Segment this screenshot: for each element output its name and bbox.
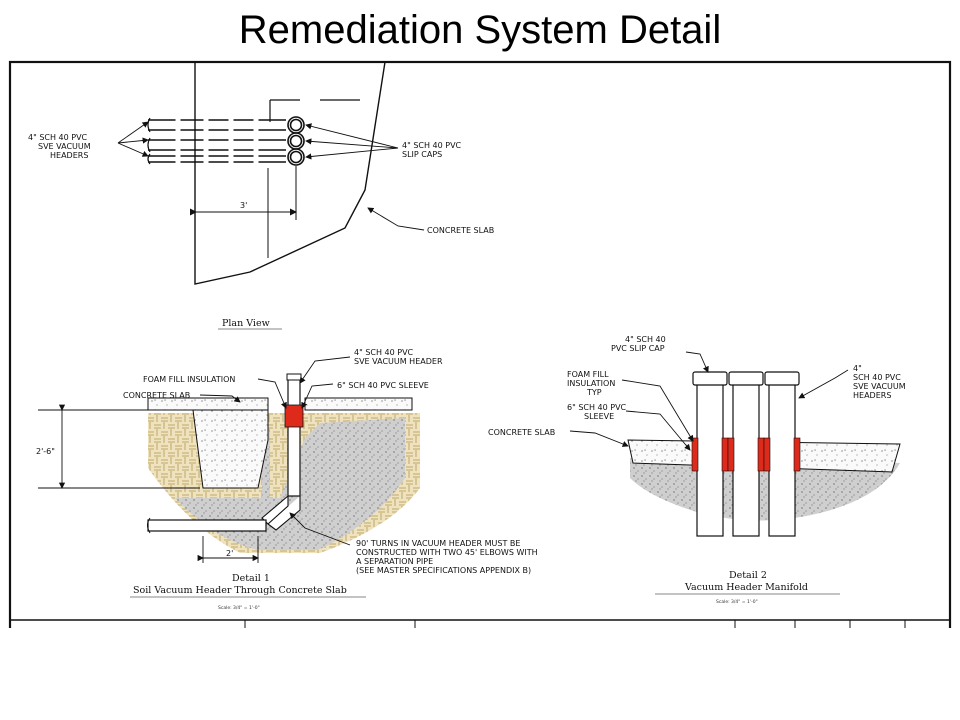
detail1-width-dim: 2': [226, 549, 233, 558]
plan-dimension-label: 3': [240, 201, 247, 210]
plan-dimension: [190, 166, 297, 258]
plan-slab-outline: [194, 61, 386, 285]
detail1-note-line2: CONSTRUCTED WITH TWO 45' ELBOWS WITH: [356, 548, 538, 557]
detail2-foam-label-line2: INSULATION: [567, 379, 615, 388]
detail2-slab-label: CONCRETE SLAB: [488, 428, 555, 437]
detail2-caption-line1: Detail 2: [729, 570, 767, 581]
detail1-note-line3: A SEPARATION PIPE: [356, 557, 433, 566]
plan-slab-label: CONCRETE SLAB: [427, 226, 494, 235]
plan-slip-caps: [287, 116, 305, 166]
detail1-section: [38, 356, 420, 563]
detail2-leaders: [569, 351, 849, 451]
detail2-slip-caps: [692, 371, 800, 386]
plan-leaders: [117, 121, 425, 231]
detail2-section: [569, 351, 901, 537]
detail2-foam-label-line3: TYP: [586, 388, 602, 397]
title-block-ticks: [244, 620, 906, 628]
plan-headers-label-line2: SVE VACUUM: [38, 142, 91, 151]
plan-pipe-breaks: [175, 113, 259, 168]
detail2-caption-line2: Vacuum Header Manifold: [684, 582, 808, 593]
plan-view: [117, 61, 425, 285]
detail2-sleeve-label-line2: SLEEVE: [584, 412, 614, 421]
engineering-drawing: 4" SCH 40 PVC SVE VACUUM HEADERS 4" SCH …: [8, 60, 952, 628]
detail1-dimensions: [38, 404, 259, 563]
detail2-headers-label-line3: SVE VACUUM: [853, 382, 906, 391]
detail1-pipe-end: [147, 517, 151, 534]
detail2-sleeve-label-line1: 6" SCH 40 PVC: [567, 403, 627, 412]
detail1-scale: Scale: 3/4" = 1'-0": [218, 605, 260, 611]
detail1-leaders: [199, 356, 351, 546]
detail1-sleeve-label: 6" SCH 40 PVC SLEEVE: [337, 381, 429, 390]
slide-title: Remediation System Detail: [238, 8, 722, 52]
plan-headers-label-line1: 4" SCH 40 PVC: [28, 133, 88, 142]
detail2-foam-label-line1: FOAM FILL: [567, 370, 609, 379]
plan-caps-label-line1: 4" SCH 40 PVC: [402, 141, 462, 150]
plan-caps-label-line2: SLIP CAPS: [402, 150, 442, 159]
detail1-note-line4: (SEE MASTER SPECIFICATIONS APPENDIX B): [356, 566, 531, 575]
detail1-slab-right: [304, 397, 413, 411]
detail1-horizontal-pipe: [147, 519, 267, 532]
detail1-concrete-block: [192, 409, 269, 489]
detail1-pipe-label-line1: 4" SCH 40 PVC: [354, 348, 414, 357]
detail2-cap-label-line1: 4" SCH 40: [625, 335, 666, 344]
detail2-scale: Scale: 3/4" = 1'-0": [716, 599, 758, 605]
detail1-slab-label: CONCRETE SLAB: [123, 391, 190, 400]
detail2-headers-label-line4: HEADERS: [853, 391, 891, 400]
plan-headers-label-line3: HEADERS: [50, 151, 88, 160]
plan-pipe-ends: [147, 117, 151, 165]
detail1-caption-line2: Soil Vacuum Header Through Concrete Slab: [133, 585, 347, 596]
detail2-headers-label-line1: 4": [853, 364, 862, 373]
detail2-headers-label-line2: SCH 40 PVC: [853, 373, 901, 382]
detail2-pipes: [696, 377, 796, 537]
plan-view-caption: Plan View: [222, 318, 270, 329]
plan-break-lines: [269, 99, 360, 122]
detail1-pipe-label-line2: SVE VACUUM HEADER: [354, 357, 443, 366]
detail1-vertical-pipe: [287, 377, 301, 497]
detail1-note-line1: 90' TURNS IN VACUUM HEADER MUST BE: [356, 539, 520, 548]
sheet-border: [8, 60, 952, 628]
detail1-depth-dim: 2'-6": [36, 447, 55, 456]
detail2-foam-insulation: [691, 437, 801, 472]
detail1-caption-line1: Detail 1: [232, 573, 270, 584]
detail2-cap-label-line2: PVC SLIP CAP: [611, 344, 665, 353]
detail1-foam-insulation: [284, 404, 304, 428]
detail1-pipe-cap: [286, 373, 302, 381]
plan-header-pipes: [148, 119, 286, 163]
detail1-elbow: [261, 494, 301, 531]
detail1-foam-label: FOAM FILL INSULATION: [143, 375, 235, 384]
